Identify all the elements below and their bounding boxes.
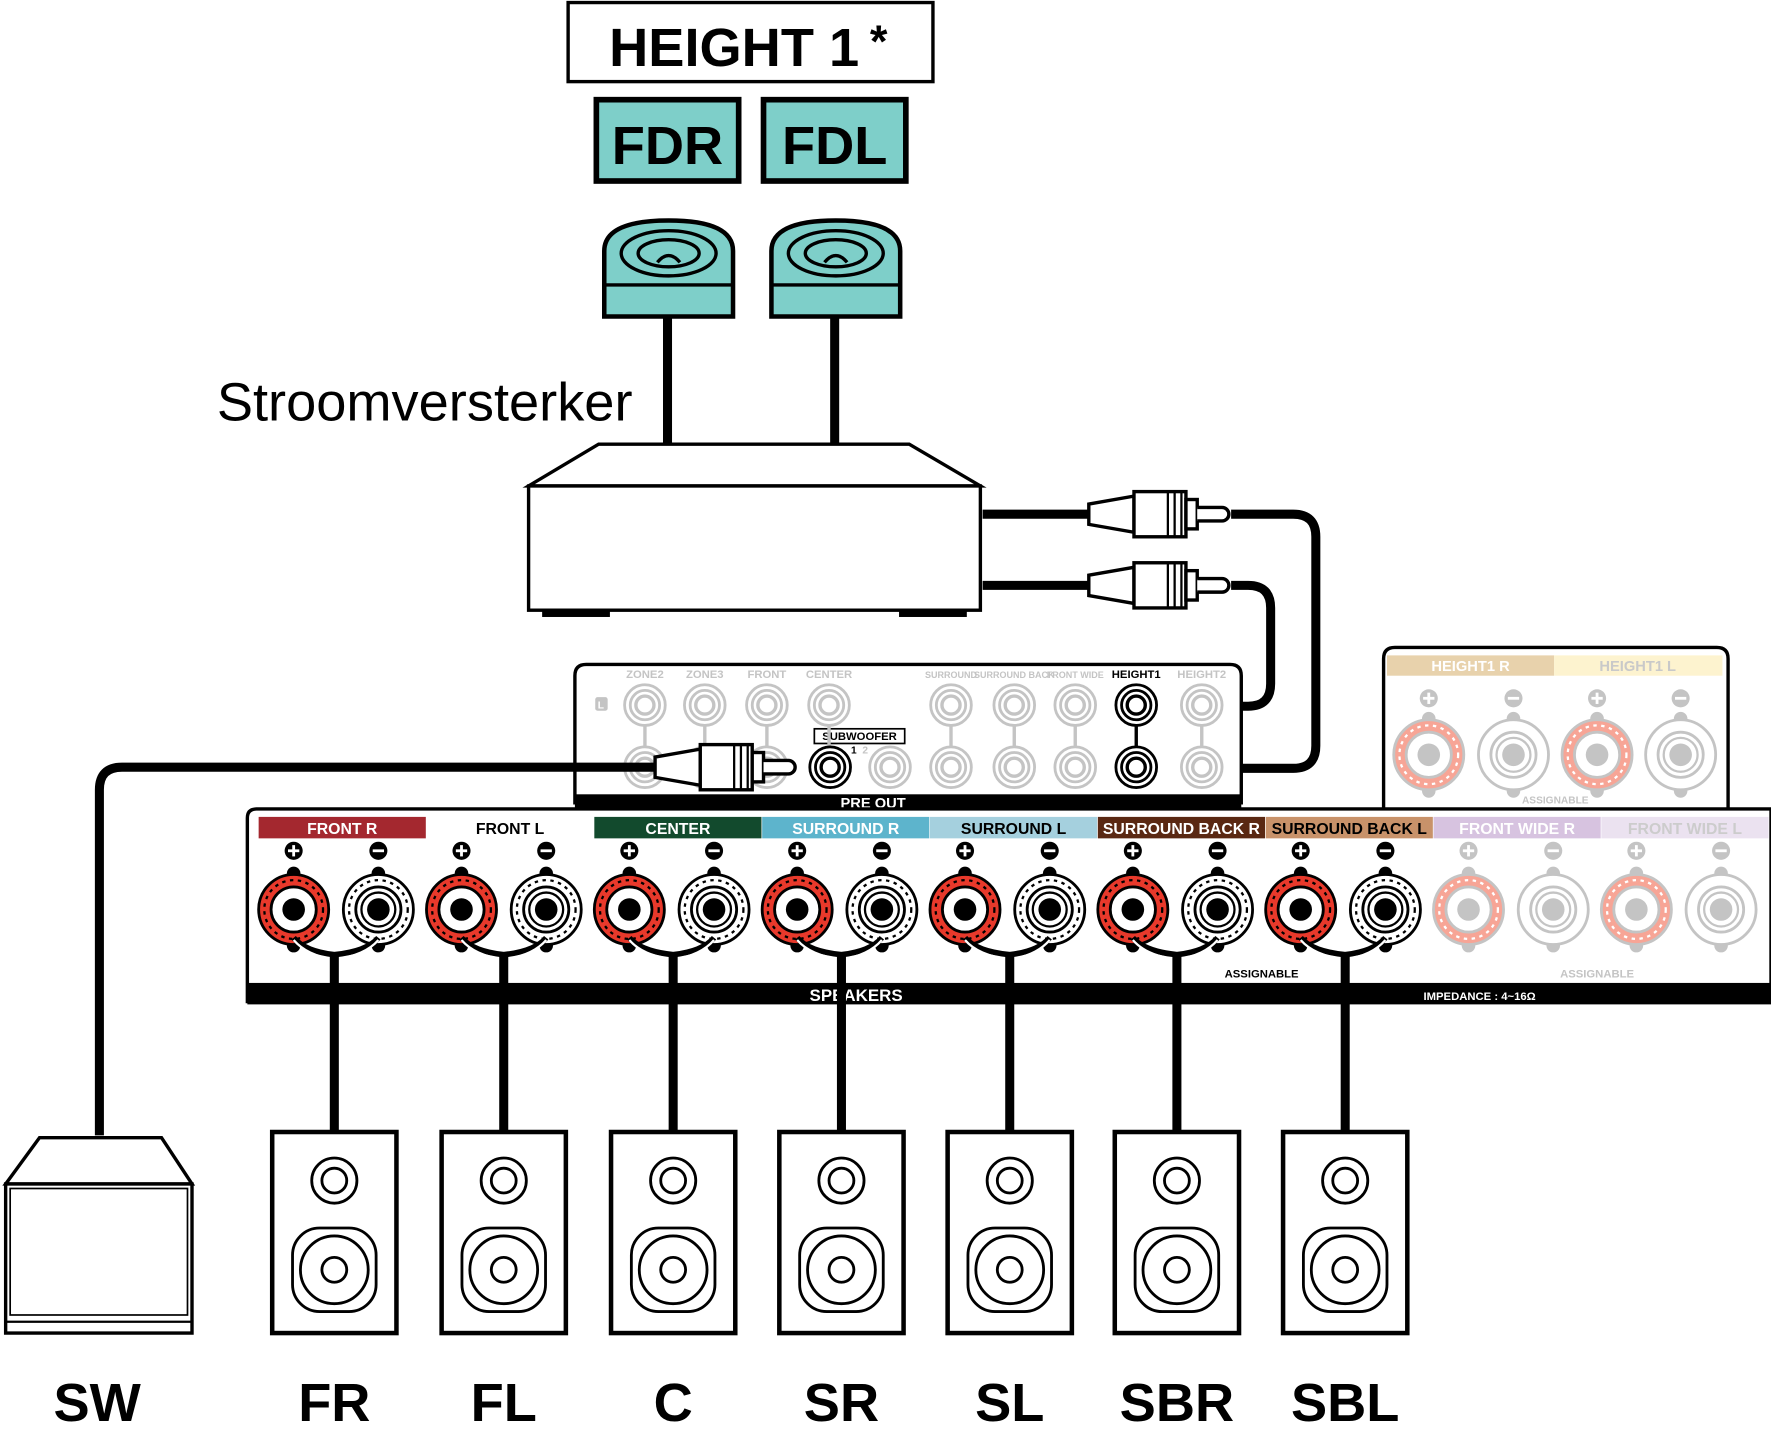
- speaker-terminal-center: CENTER: [592, 816, 762, 953]
- pre-out-jack-label: CENTER: [806, 669, 852, 681]
- speaker-c: C: [608, 1129, 738, 1433]
- svg-text:ASSIGNABLE: ASSIGNABLE: [1225, 968, 1299, 980]
- height1-header: HEIGHT 1 *: [566, 0, 935, 84]
- height1-r-label: HEIGHT1 R: [1431, 659, 1510, 675]
- height1-title: HEIGHT 1: [609, 18, 859, 78]
- height1-terminal: [1644, 689, 1718, 798]
- pre-out-jack-center: CENTER: [806, 669, 852, 748]
- pre-out-jack-height2: HEIGHT2: [1177, 669, 1226, 789]
- pre-out-jack-front: FRONT: [745, 669, 789, 789]
- subwoofer-jack-1: [808, 745, 852, 789]
- speaker-fl: FL: [439, 1129, 569, 1433]
- height1-terminal: [1477, 689, 1550, 798]
- speaker-label: FR: [298, 1373, 370, 1433]
- subwoofer-rca-plug: [653, 742, 797, 792]
- height1-l-label: HEIGHT1 L: [1599, 659, 1676, 675]
- height1-terminal: [1560, 689, 1634, 798]
- rca-plug: [1087, 489, 1231, 539]
- svg-text:FDR: FDR: [612, 116, 723, 176]
- speaker-sbr: SBR: [1112, 1129, 1242, 1433]
- speaker-terminal-front-r: FRONT R: [257, 816, 426, 953]
- height1-speaker-panel: HEIGHT1 R HEIGHT1 L ASSIGNABLE: [1381, 645, 1730, 808]
- pre-out-jack-label: HEIGHT1: [1112, 669, 1161, 681]
- pre-out-jack-surround: SURROUND: [925, 670, 978, 789]
- fdr-label: FDR: [593, 96, 742, 184]
- speaker-terminal-surround-back-r: SURROUND BACK R: [1096, 816, 1265, 953]
- speaker-label: SW: [53, 1373, 141, 1433]
- pre-out-jack-label: FRONT: [747, 669, 786, 681]
- speaker-label: SBL: [1291, 1373, 1399, 1433]
- subwoofer-jack-2: [868, 745, 912, 789]
- speaker-sl: SL: [945, 1129, 1075, 1433]
- speaker-terminal-surround-r: SURROUND R: [760, 816, 930, 953]
- amplifier-label: Stroomversterker: [217, 372, 633, 432]
- channel-label: FRONT L: [476, 821, 545, 838]
- speaker-fr: FR: [269, 1129, 399, 1433]
- asterisk: *: [870, 16, 888, 67]
- svg-text:ASSIGNABLE: ASSIGNABLE: [1560, 968, 1634, 980]
- pre-out-jack-front-wide: FRONT WIDE: [1047, 670, 1104, 789]
- pre-out-jack-label: ZONE2: [626, 669, 664, 681]
- speaker-label: C: [654, 1373, 693, 1433]
- svg-text:2: 2: [862, 746, 868, 757]
- speaker-terminal-surround-l: SURROUND L: [928, 816, 1098, 953]
- channel-label: FRONT WIDE L: [1628, 821, 1742, 838]
- speaker-terminal-front-wide-r: FRONT WIDE R: [1432, 816, 1601, 953]
- subwoofer: SW: [2, 1135, 196, 1433]
- pre-out-jack-label: SURROUND: [925, 670, 978, 680]
- channel-label: FRONT WIDE R: [1459, 821, 1575, 838]
- fdl-label: FDL: [760, 96, 909, 184]
- pre-out-jack-label: ZONE3: [686, 669, 724, 681]
- pre-out-jack-label: FRONT WIDE: [1047, 670, 1104, 680]
- channel-label: CENTER: [645, 821, 711, 838]
- speaker-label: SR: [804, 1373, 879, 1433]
- speaker-sr: SR: [777, 1129, 906, 1433]
- height1-terminal: [1392, 689, 1466, 798]
- pre-out-jack-label: HEIGHT2: [1177, 669, 1226, 681]
- channel-label: SURROUND L: [961, 821, 1067, 838]
- speaker-terminal-front-l: FRONT L: [425, 816, 594, 953]
- svg-text:1: 1: [851, 746, 857, 757]
- pre-out-jack-label: SURROUND BACK: [974, 670, 1055, 680]
- height-speaker-fdr: [602, 218, 736, 319]
- impedance-label: IMPEDANCE : 4~16Ω: [1424, 991, 1536, 1003]
- power-amplifier: [522, 442, 987, 617]
- height-speaker-fdl: [769, 218, 903, 319]
- channel-label: SURROUND BACK R: [1103, 821, 1261, 838]
- speakers-panel: SPEAKERS IMPEDANCE : 4~16Ω ASSIGNABLE AS…: [245, 807, 1771, 1005]
- channel-label: FRONT R: [307, 821, 378, 838]
- channel-label: SURROUND BACK L: [1272, 821, 1428, 838]
- rca-cables-height: [982, 509, 1321, 773]
- channel-label: SURROUND R: [792, 821, 900, 838]
- speaker-label: SL: [975, 1373, 1044, 1433]
- speaker-label: SBR: [1120, 1373, 1234, 1433]
- pre-out-jack-height1: HEIGHT1: [1112, 669, 1161, 789]
- rca-plug: [1087, 561, 1231, 610]
- pre-out-jack-surround-back: SURROUND BACK: [974, 670, 1055, 789]
- speaker-terminal-front-wide-l: FRONT WIDE L: [1599, 816, 1769, 953]
- subwoofer-label: SUBWOOFER: [822, 731, 897, 743]
- speaker-terminal-surround-back-l: SURROUND BACK L: [1264, 816, 1433, 953]
- svg-text:ASSIGNABLE: ASSIGNABLE: [1522, 795, 1589, 806]
- speaker-sbl: SBL: [1280, 1129, 1410, 1433]
- svg-text:FDL: FDL: [782, 116, 887, 176]
- speaker-label: FL: [471, 1373, 537, 1433]
- speakers-title: SPEAKERS: [810, 986, 903, 1005]
- svg-text:L: L: [598, 700, 604, 711]
